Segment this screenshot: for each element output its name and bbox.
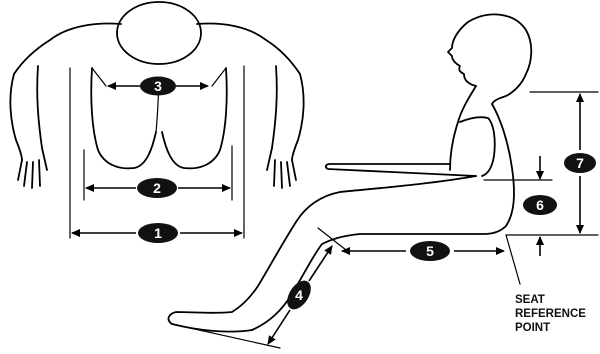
- label-2: 2: [153, 180, 161, 196]
- dimension-7: 7: [564, 94, 596, 233]
- left-arm-outer: [10, 74, 22, 160]
- shin-front: [169, 222, 296, 332]
- caption-line-3: POINT: [515, 322, 550, 334]
- seat-reference-caption: SEAT REFERENCE POINT: [515, 294, 586, 334]
- label-1: 1: [154, 225, 162, 241]
- label-4: 4: [295, 287, 303, 303]
- caption-line-2: REFERENCE: [515, 308, 586, 320]
- right-hand: [267, 148, 296, 188]
- thigh-top: [296, 176, 476, 222]
- dimension-1: 1: [72, 223, 242, 243]
- chest-line: [450, 86, 476, 170]
- label-5: 5: [426, 243, 434, 259]
- side-view-figure: [169, 14, 532, 348]
- dimension-2: 2: [86, 178, 230, 198]
- left-shoulder: [14, 24, 121, 74]
- sole-line: [172, 324, 280, 348]
- label-3: 3: [154, 78, 162, 94]
- dimension-5: 5: [342, 241, 504, 261]
- left-arm-inner: [37, 66, 42, 148]
- dimension-4: 4: [268, 246, 332, 344]
- forearm: [326, 164, 476, 176]
- seat-ref-pointer: [506, 235, 520, 284]
- label-7: 7: [576, 155, 584, 171]
- right-armpit-line: [212, 68, 226, 86]
- caption-line-1: SEAT: [515, 294, 545, 306]
- head-side: [468, 14, 531, 104]
- left-armpit-line: [92, 68, 106, 86]
- label-6: 6: [536, 197, 544, 213]
- head-front: [117, 2, 201, 64]
- left-hand: [18, 148, 47, 188]
- right-arm-outer: [292, 74, 304, 160]
- dimension-3: 3: [108, 77, 208, 96]
- upper-arm: [460, 117, 495, 176]
- dimension-6: 6: [523, 156, 557, 256]
- right-arm-inner: [272, 66, 277, 148]
- front-view-figure: [10, 2, 303, 238]
- right-shoulder: [197, 24, 300, 74]
- face-side: [448, 22, 476, 86]
